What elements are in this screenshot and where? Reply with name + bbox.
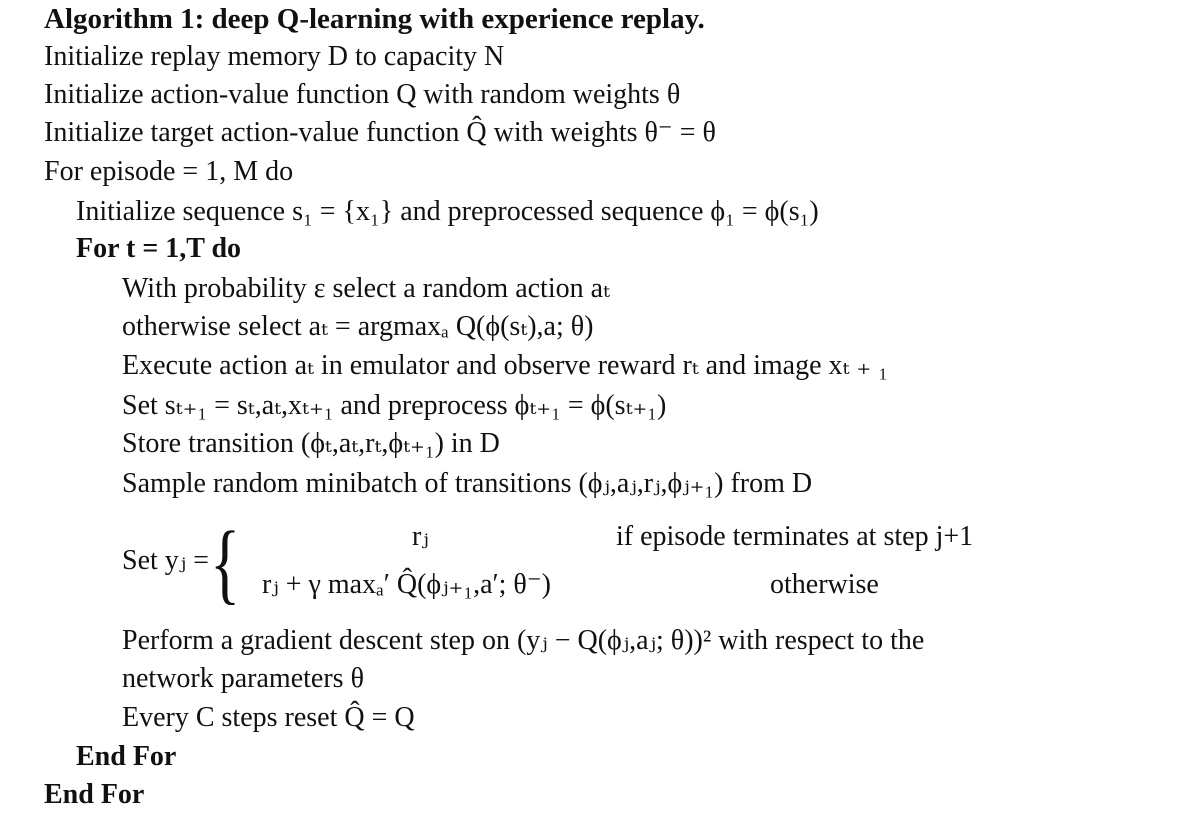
- line-init-action-value: Initialize action-value function Q with …: [44, 79, 681, 110]
- line-end-for-outer: End For: [44, 779, 145, 810]
- line-network-parameters: network parameters θ: [122, 663, 364, 694]
- line-store-transition: Store transition (ϕₜ,aₜ,rₜ,ϕₜ₊₁) in D: [122, 428, 500, 459]
- line-argmax-select: otherwise select aₜ = argmaxₐ Q(ϕ(sₜ),a;…: [122, 311, 594, 342]
- case-top-condition: if episode terminates at step j+1: [616, 521, 974, 552]
- line-for-episode: For episode = 1, M do: [44, 156, 294, 187]
- target-cases: Set yⱼ = { rⱼ if episode terminates at s…: [122, 512, 1182, 616]
- line-execute-action: Execute action aₜ in emulator and observ…: [122, 350, 888, 381]
- line-end-for-inner: End For: [76, 741, 177, 772]
- line-for-t: For t = 1,T do: [76, 233, 242, 264]
- case-bottom-condition: otherwise: [770, 569, 879, 600]
- line-init-sequence: Initialize sequence s₁ = {x₁} and prepro…: [76, 196, 819, 227]
- line-sample-minibatch: Sample random minibatch of transitions (…: [122, 468, 813, 499]
- case-brace: {: [210, 514, 241, 613]
- case-label: Set yⱼ =: [122, 545, 209, 576]
- case-top-expression: rⱼ: [412, 521, 429, 552]
- line-set-sequence: Set sₜ₊₁ = sₜ,aₜ,xₜ₊₁ and preprocess ϕₜ₊…: [122, 390, 667, 421]
- line-reset-target: Every C steps reset Q̂ = Q: [122, 702, 415, 733]
- line-init-target-action-value: Initialize target action-value function …: [44, 117, 716, 148]
- line-init-replay-memory: Initialize replay memory D to capacity N: [44, 41, 505, 72]
- line-gradient-step: Perform a gradient descent step on (yⱼ −…: [122, 625, 925, 656]
- line-epsilon-select: With probability ε select a random actio…: [122, 273, 610, 304]
- case-bottom-expression: rⱼ + γ maxₐ′ Q̂(ϕⱼ₊₁,a′; θ⁻): [262, 569, 551, 600]
- algorithm-title: Algorithm 1: deep Q-learning with experi…: [44, 3, 705, 35]
